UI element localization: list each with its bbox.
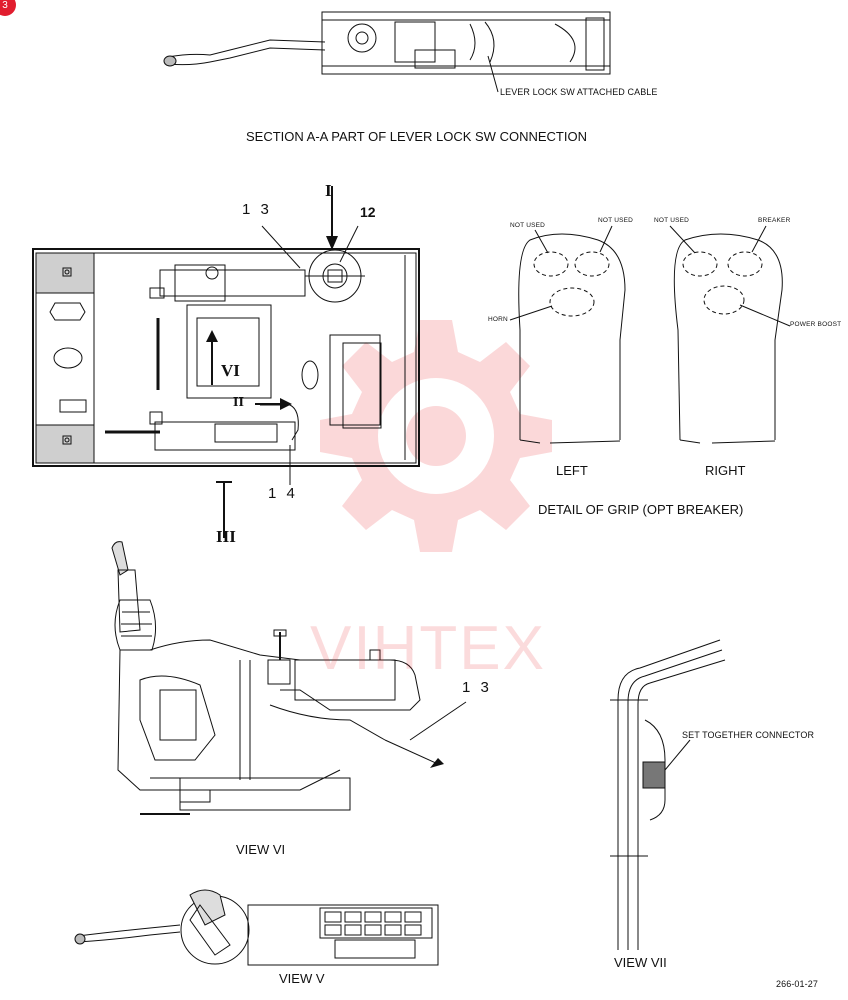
callout-12: 12 [360, 204, 376, 220]
view-vii-caption: VIEW VII [614, 955, 667, 970]
grip-left-not-used-1: NOT USED [510, 222, 546, 229]
page-badge: 3 [0, 0, 16, 16]
view-vii-drawing [610, 640, 725, 950]
section-aa-drawing [164, 12, 610, 92]
grip-right-breaker: BREAKER [758, 217, 791, 224]
grip-detail-right [670, 226, 790, 443]
plan-view-drawing [33, 186, 419, 538]
grip-detail-left [510, 226, 625, 443]
set-together-connector-label: SET TOGETHER CONNECTOR [682, 730, 815, 740]
callout-13-view6: 1 3 [462, 679, 492, 696]
watermark-gear-core [406, 406, 466, 466]
grip-left-not-used-2: NOT USED [598, 217, 634, 224]
view-ii-marker: II [233, 395, 244, 410]
grip-right-caption: RIGHT [705, 463, 746, 478]
lever-lock-cable-label: LEVER LOCK SW ATTACHED CABLE [500, 87, 658, 97]
view-vi-drawing [112, 542, 466, 814]
grip-left-horn: HORN [488, 316, 508, 323]
view-iii-marker: III [216, 527, 236, 546]
view-vi-marker: VI [221, 361, 240, 380]
section-aa-title: SECTION A-A PART OF LEVER LOCK SW CONNEC… [246, 129, 587, 144]
grip-right-not-used: NOT USED [654, 217, 690, 224]
callout-13-top: 1 3 [242, 201, 272, 218]
watermark-text: VIHTEX [310, 614, 546, 683]
grip-detail-title: DETAIL OF GRIP (OPT BREAKER) [538, 502, 744, 517]
callout-14: 1 4 [268, 485, 298, 502]
grip-right-power-boost: POWER BOOST [790, 321, 842, 328]
grip-left-caption: LEFT [556, 463, 588, 478]
view-vi-caption: VIEW VI [236, 842, 286, 857]
view-i-marker: I [325, 181, 332, 200]
view-v-drawing [75, 890, 438, 965]
drawing-number: 266-01-27 [776, 979, 818, 989]
view-v-caption: VIEW V [279, 971, 325, 986]
